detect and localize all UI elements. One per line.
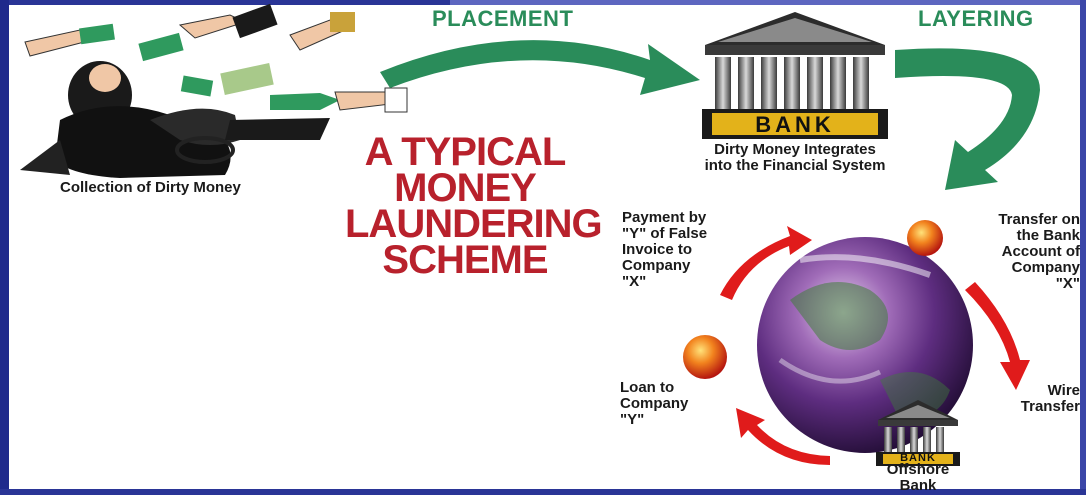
money-collector-figure <box>20 61 330 178</box>
offshore-line: Offshore <box>886 461 950 478</box>
payment-line: Company <box>622 257 691 274</box>
transfer-line: "X" <box>1055 275 1080 292</box>
bottom-border <box>0 489 1086 495</box>
title-line: MONEY <box>394 166 537 210</box>
right-border <box>1080 0 1086 495</box>
transfer-line: Transfer on <box>998 211 1080 228</box>
integrates-line-2: into the Financial System <box>704 157 886 174</box>
title-line: LAUNDERING <box>345 202 603 246</box>
left-border <box>0 0 9 495</box>
cycle-arrows <box>720 226 1030 465</box>
cash-hands <box>24 3 408 113</box>
orb-left <box>683 335 727 379</box>
offshore-bank-sign: BANK <box>900 452 936 464</box>
transfer-line: Account of <box>1001 243 1080 260</box>
offshore-line: Bank <box>899 477 937 494</box>
loan-label: Loan to Company "Y" <box>620 380 688 428</box>
layering-arrow <box>895 48 1040 191</box>
integrates-line-1: Dirty Money Integrates <box>714 141 876 158</box>
bank-building <box>702 12 888 139</box>
payment-label: Payment by "Y" of False Invoice to Compa… <box>622 210 707 290</box>
payment-line: "Y" of False <box>622 225 708 242</box>
orb-top <box>907 220 943 256</box>
transfer-line: Company <box>1011 259 1080 276</box>
wire-line: Wire <box>1047 382 1080 399</box>
loan-line: "Y" <box>620 411 645 428</box>
transfer-label: Transfer on the Bank Account of Company … <box>955 212 1080 292</box>
scheme-title: A TYPICAL MONEY LAUNDERING SCHEME <box>345 130 603 282</box>
transfer-line: the Bank <box>1016 227 1080 244</box>
placement-arrow <box>380 40 700 95</box>
collection-label: Collection of Dirty Money <box>60 179 241 196</box>
payment-line: "X" <box>622 273 647 290</box>
loan-line: Company <box>620 395 689 412</box>
title-line: A TYPICAL <box>364 130 567 174</box>
payment-line: Invoice to <box>622 241 693 258</box>
bank-sign: BANK <box>755 112 835 137</box>
placement-label: PLACEMENT <box>432 6 574 31</box>
globe <box>757 237 973 453</box>
payment-line: Payment by <box>622 209 707 226</box>
offshore-bank <box>876 400 960 466</box>
loan-line: Loan to <box>620 379 675 396</box>
integrates-label: Dirty Money Integrates into the Financia… <box>655 142 935 174</box>
wire-line: Transfer <box>1020 398 1080 415</box>
wire-transfer-label: Wire Transfer <box>1010 383 1080 415</box>
top-border <box>0 0 1086 5</box>
layering-label: LAYERING <box>918 6 1034 31</box>
title-line: SCHEME <box>382 238 548 282</box>
offshore-bank-label: Offshore Bank <box>870 462 966 494</box>
